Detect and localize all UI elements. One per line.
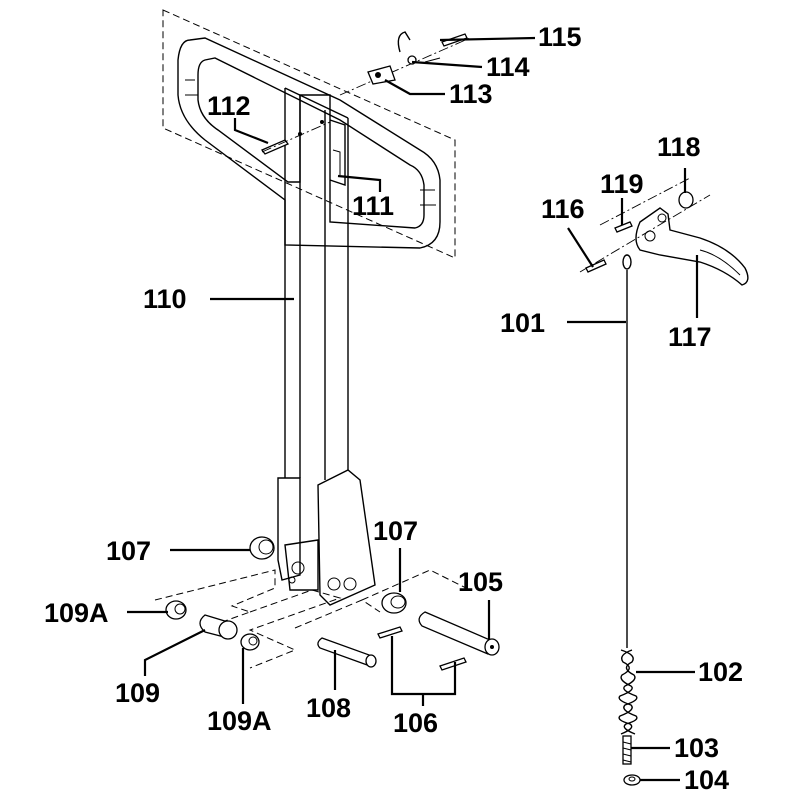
cable-101-chain-102	[618, 270, 641, 786]
label-109a-top: 109A	[44, 598, 109, 628]
label-109a-bottom: 109A	[207, 706, 272, 736]
label-119: 119	[600, 169, 644, 199]
label-117: 117	[668, 322, 712, 352]
label-103: 103	[674, 733, 719, 763]
label-106: 106	[393, 708, 438, 738]
pedal-assembly	[579, 177, 749, 286]
label-104: 104	[684, 765, 729, 795]
axle-parts	[154, 536, 500, 671]
label-111: 111	[352, 191, 394, 221]
leader-lines	[127, 36, 699, 782]
label-110: 110	[143, 284, 187, 314]
label-114: 114	[486, 52, 530, 82]
label-107-right: 107	[373, 516, 418, 546]
label-101: 101	[500, 308, 545, 338]
label-116: 116	[541, 194, 585, 224]
label-112: 112	[207, 91, 251, 121]
label-102: 102	[698, 657, 743, 687]
part-labels: 115 114 113 112 111 110 118 119 116 101 …	[44, 22, 743, 795]
label-108: 108	[306, 693, 351, 723]
label-118: 118	[657, 132, 701, 162]
label-113: 113	[449, 79, 493, 109]
label-109: 109	[115, 678, 160, 708]
pin-112	[260, 121, 331, 155]
label-115: 115	[538, 22, 582, 52]
label-105: 105	[458, 567, 503, 597]
label-107-left: 107	[106, 536, 151, 566]
